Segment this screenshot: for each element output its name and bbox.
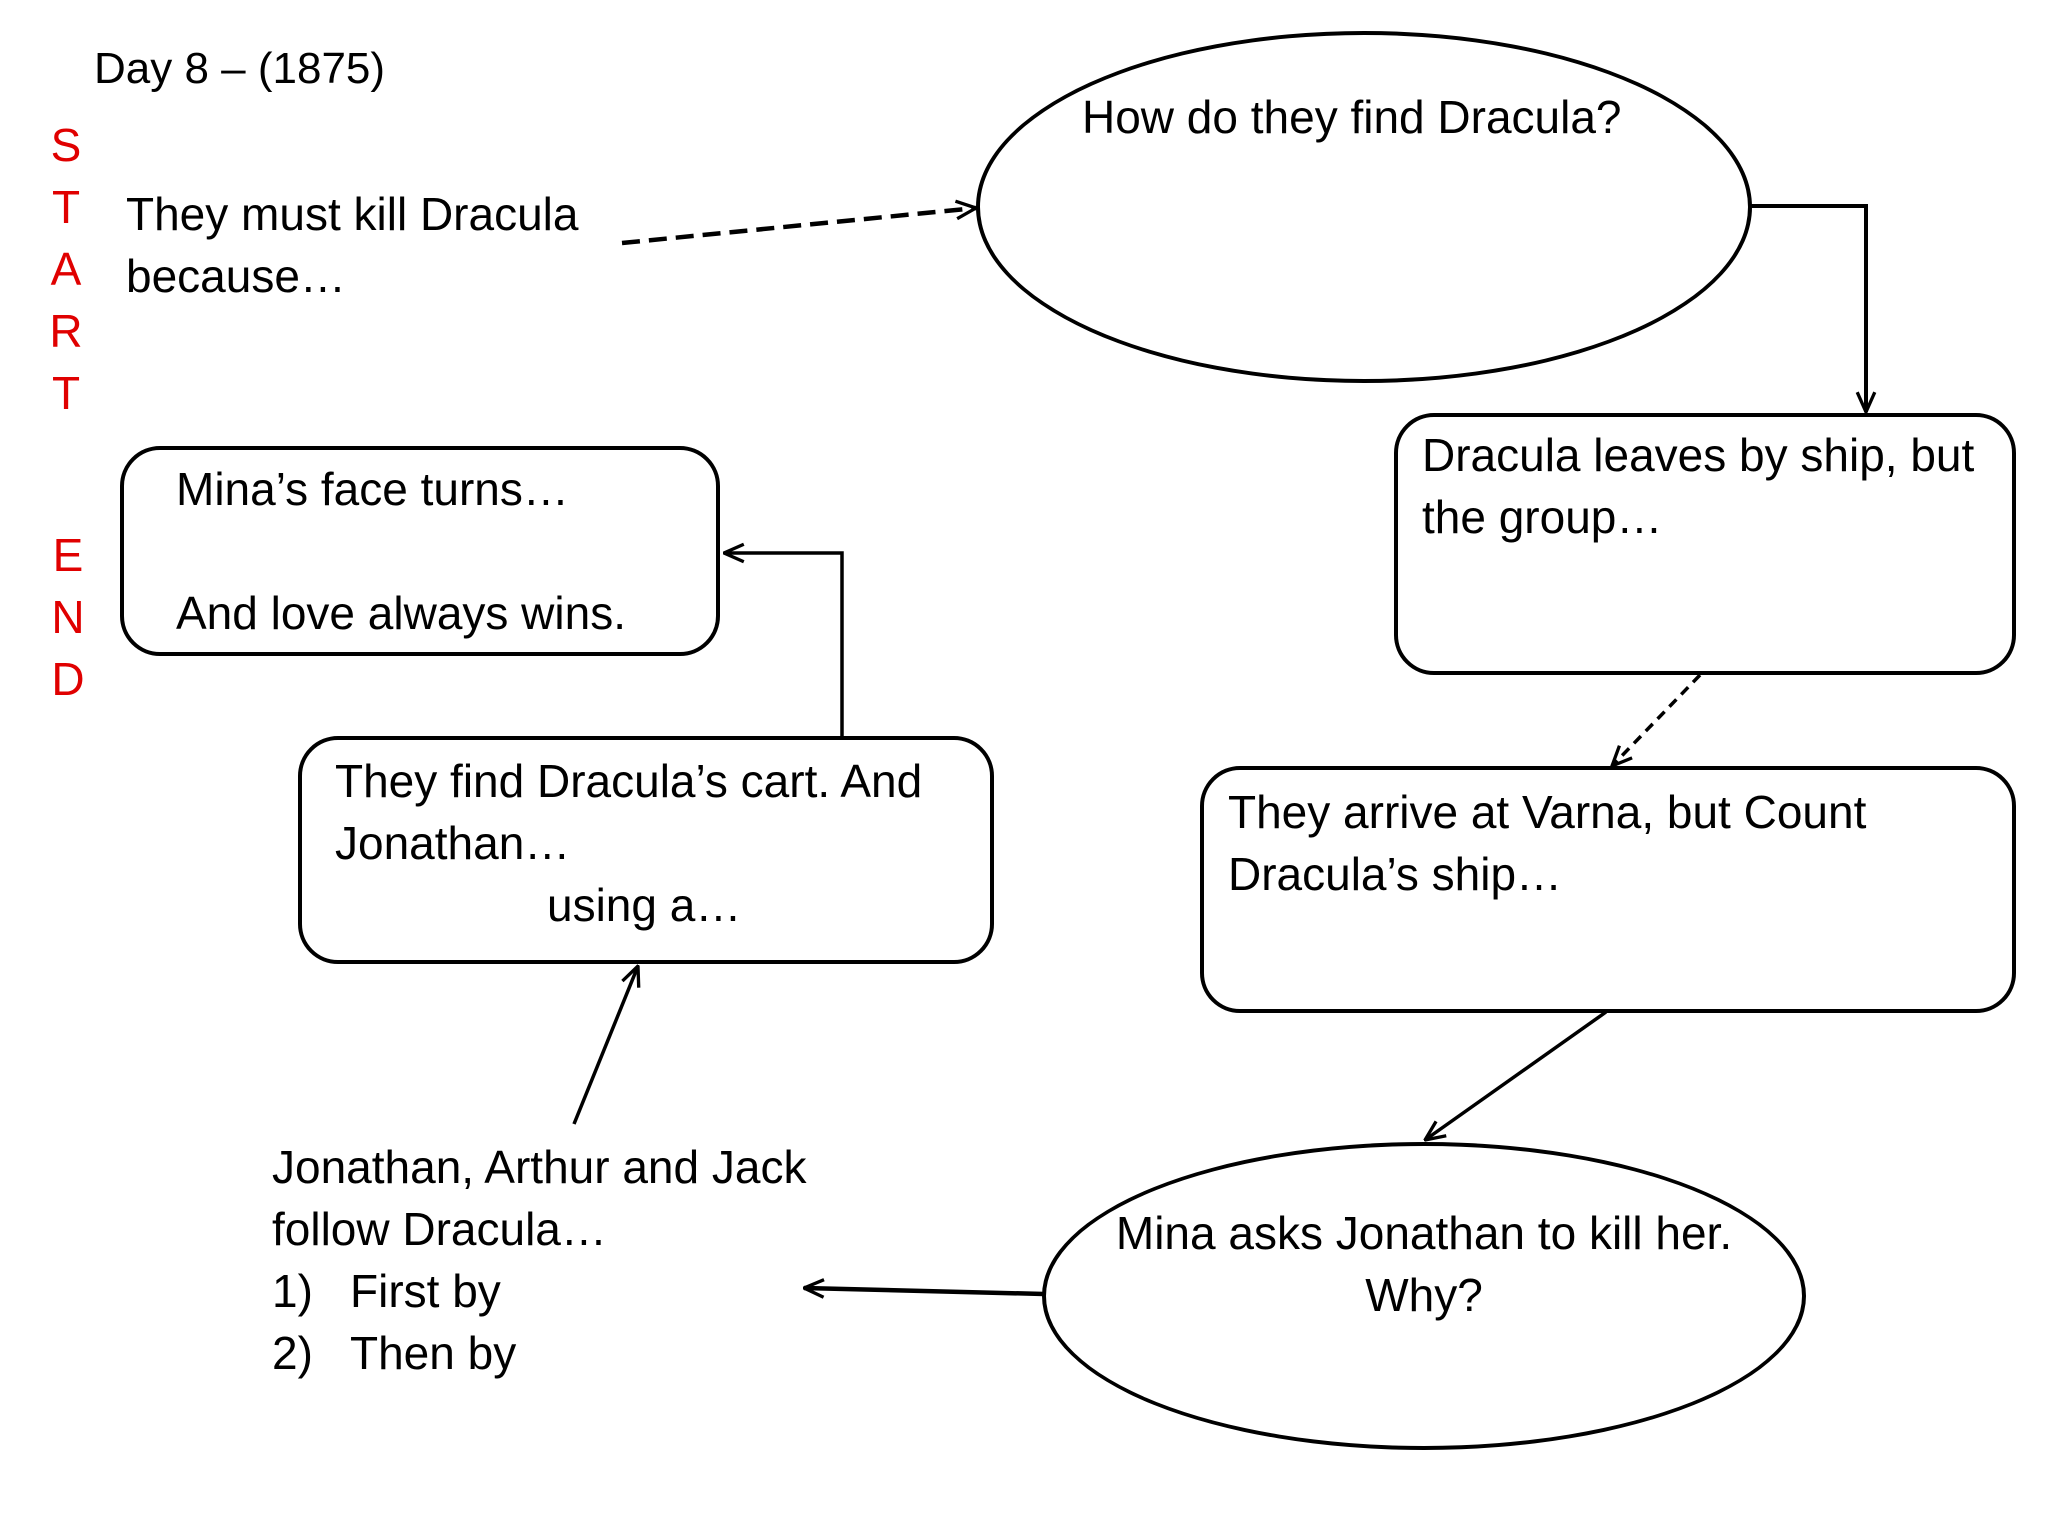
arrow-find-to-ship: [1750, 204, 1866, 412]
start-prompt-line: because…: [126, 250, 346, 302]
node-mina-asks-line: Why?: [1365, 1269, 1483, 1321]
node-end: [120, 446, 720, 656]
node-ship: [1394, 413, 2016, 675]
node-varna-text: They arrive at Varna, but Count Dracula’…: [1228, 781, 1866, 905]
start-letter: S: [50, 119, 82, 171]
arrow-follow-to-cart: [572, 966, 638, 1125]
node-end-text: Mina’s face turns… And love always wins.: [176, 458, 626, 644]
node-end-line: And love always wins.: [176, 587, 626, 639]
node-varna: [1200, 766, 2016, 1013]
start-label: S T A R T: [46, 114, 86, 424]
arrow-cart-to-end: [724, 553, 844, 736]
arrow-varna-to-mina: [1425, 1010, 1608, 1140]
node-cart: [298, 736, 994, 964]
node-varna-line: Dracula’s ship…: [1228, 848, 1563, 900]
node-end-line: Mina’s face turns…: [176, 463, 569, 515]
start-prompt: They must kill Dracula because…: [126, 183, 578, 307]
arrow-start-to-find: [621, 208, 976, 246]
arrow-mina-to-follow: [804, 1288, 1045, 1294]
node-find-dracula-text: How do they find Dracula?: [1082, 91, 1622, 143]
node-mina-asks: [1042, 1142, 1806, 1450]
end-label: E N D: [48, 524, 88, 710]
node-ship-line: the group…: [1422, 491, 1663, 543]
node-cart-line: using a…: [547, 879, 742, 931]
page-title: Day 8 – (1875): [94, 44, 386, 93]
node-follow: Jonathan, Arthur and Jack follow Dracula…: [272, 1136, 806, 1384]
start-letter: A: [50, 243, 82, 295]
node-cart-text: They find Dracula’s cart. And Jonathan… …: [335, 750, 922, 936]
node-mina-asks-text: Mina asks Jonathan to kill her. Why?: [1072, 1202, 1776, 1326]
node-find-dracula: [976, 31, 1752, 383]
end-letter: D: [51, 653, 85, 705]
start-letter: T: [51, 367, 81, 419]
node-follow-item: 2) Then by: [272, 1322, 806, 1384]
node-follow-item-text: First by: [350, 1265, 501, 1317]
node-ship-text: Dracula leaves by ship, but the group…: [1422, 424, 1974, 548]
node-follow-line: follow Dracula…: [272, 1203, 607, 1255]
node-follow-item-number: 1): [272, 1265, 313, 1317]
start-letter: R: [49, 305, 83, 357]
end-letter: N: [51, 591, 85, 643]
end-letter: E: [52, 529, 84, 581]
start-letter: T: [51, 181, 81, 233]
start-prompt-line: They must kill Dracula: [126, 188, 579, 240]
node-follow-item-number: 2): [272, 1327, 313, 1379]
node-cart-line: They find Dracula’s cart. And: [335, 755, 923, 807]
node-mina-asks-line: Mina asks Jonathan to kill her.: [1115, 1207, 1733, 1259]
node-follow-item: 1) First by: [272, 1260, 806, 1322]
node-varna-line: They arrive at Varna, but Count: [1228, 786, 1867, 838]
node-follow-line: Jonathan, Arthur and Jack: [272, 1141, 807, 1193]
node-cart-line: Jonathan…: [335, 817, 571, 869]
node-end-line: [176, 520, 626, 582]
node-ship-line: Dracula leaves by ship, but: [1422, 429, 1975, 481]
arrow-ship-to-varna: [1612, 673, 1702, 766]
node-follow-item-text: Then by: [350, 1327, 517, 1379]
